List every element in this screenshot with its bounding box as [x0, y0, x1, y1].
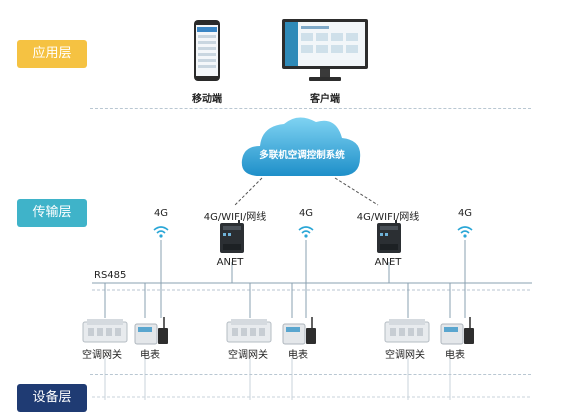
anet-gateway-icon [219, 220, 245, 258]
electric-meter-icon [282, 316, 322, 350]
rs485-bus-label: RS485 [94, 270, 127, 281]
device-g3-gateway-label: 空调网关 [385, 350, 425, 361]
wireless-label-3: 4G [457, 208, 473, 219]
device-g1-meter-label: 电表 [140, 350, 160, 361]
desktop-monitor-icon [281, 18, 369, 86]
wifi-signal-icon [457, 224, 473, 243]
ac-gateway-device-icon [384, 318, 430, 348]
network-wiring [92, 177, 532, 400]
layer-divider-top [90, 108, 531, 109]
cloud-icon [238, 110, 366, 186]
layer-divider-bottom [90, 374, 531, 375]
device-g1-gateway-label: 空调网关 [82, 350, 122, 361]
gateway-right-name: ANET [374, 257, 402, 268]
ac-gateway-device-icon [82, 318, 128, 348]
device-g2-meter-label: 电表 [288, 350, 308, 361]
mobile-phone-icon [193, 19, 221, 86]
electric-meter-icon [134, 316, 174, 350]
electric-meter-icon [440, 316, 480, 350]
ac-gateway-device-icon [226, 318, 272, 348]
device-g3-meter-label: 电表 [445, 350, 465, 361]
mobile-client-label: 移动端 [192, 94, 222, 105]
wireless-label-1: 4G [153, 208, 169, 219]
layer-tag-transport: 传输层 [17, 199, 87, 227]
layer-tag-application: 应用层 [17, 40, 87, 68]
anet-gateway-icon [376, 220, 402, 258]
wifi-signal-icon [298, 224, 314, 243]
desktop-client-label: 客户端 [310, 94, 340, 105]
gateway-left-uplink-label: 4G/WIFI/网线 [203, 212, 267, 223]
gateway-right-uplink-label: 4G/WIFI/网线 [356, 212, 420, 223]
gateway-left-name: ANET [216, 257, 244, 268]
layer-tag-device: 设备层 [17, 384, 87, 412]
device-g2-gateway-label: 空调网关 [228, 350, 268, 361]
wifi-signal-icon [153, 224, 169, 243]
wireless-label-2: 4G [298, 208, 314, 219]
cloud-system-label: 多联机空调控制系统 [259, 150, 345, 161]
